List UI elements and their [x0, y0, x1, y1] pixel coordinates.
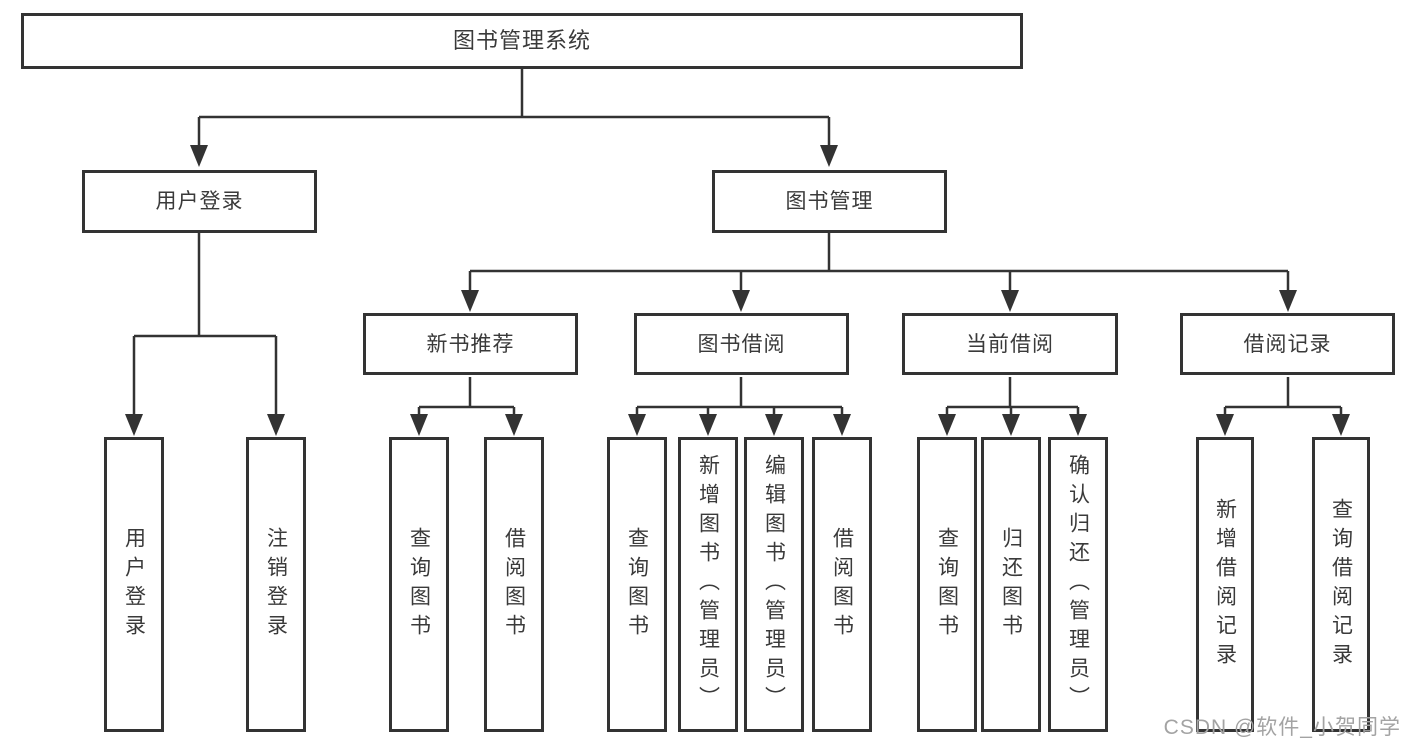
leaf-edit-books-admin-label: 编辑图书（管理员）	[762, 454, 786, 715]
csdn-watermark: CSDN @软件_小贺同学	[1163, 716, 1401, 739]
connector-root-to-level2	[197, 69, 831, 149]
leaf-add-books-admin: 新增图书（管理员）	[678, 437, 738, 732]
leaf-user-login-label: 用户登录	[122, 526, 146, 643]
node-borrowing-records: 借阅记录	[1180, 313, 1395, 375]
leaf-query-books-1-label: 查询图书	[407, 526, 431, 643]
node-book-borrowing: 图书借阅	[634, 313, 849, 375]
leaf-query-books-3-label: 查询图书	[935, 526, 959, 643]
connector-current-leaves	[945, 377, 1080, 418]
leaf-borrow-books-2: 借阅图书	[812, 437, 872, 732]
node-current-borrowing: 当前借阅	[902, 313, 1118, 375]
leaf-borrow-books-1: 借阅图书	[484, 437, 544, 732]
leaf-query-books-2: 查询图书	[607, 437, 667, 732]
node-user-login: 用户登录	[82, 170, 317, 233]
leaf-logout-label: 注销登录	[264, 526, 288, 643]
connector-mgmt-to-level3	[468, 233, 1290, 294]
node-book-management: 图书管理	[712, 170, 947, 233]
leaf-return-books: 归还图书	[981, 437, 1041, 732]
connector-records-leaves	[1223, 377, 1343, 418]
leaf-borrow-books-2-label: 借阅图书	[830, 526, 854, 643]
leaf-query-books-3: 查询图书	[917, 437, 977, 732]
leaf-add-borrow-record-label: 新增借阅记录	[1213, 497, 1237, 672]
connector-login-leaves	[132, 233, 278, 418]
connector-borrow-leaves	[635, 377, 844, 418]
node-new-book-recommendation: 新书推荐	[363, 313, 578, 375]
leaf-query-borrow-record: 查询借阅记录	[1312, 437, 1370, 732]
leaf-query-books-2-label: 查询图书	[625, 526, 649, 643]
leaf-logout: 注销登录	[246, 437, 306, 732]
leaf-borrow-books-1-label: 借阅图书	[502, 526, 526, 643]
leaf-confirm-return-admin-label: 确认归还（管理员）	[1066, 454, 1090, 715]
leaf-return-books-label: 归还图书	[999, 526, 1023, 643]
leaf-user-login: 用户登录	[104, 437, 164, 732]
leaf-add-books-admin-label: 新增图书（管理员）	[696, 454, 720, 715]
leaf-confirm-return-admin: 确认归还（管理员）	[1048, 437, 1108, 732]
leaf-edit-books-admin: 编辑图书（管理员）	[744, 437, 804, 732]
leaf-query-borrow-record-label: 查询借阅记录	[1329, 497, 1353, 672]
node-library-management-system: 图书管理系统	[21, 13, 1023, 69]
leaf-add-borrow-record: 新增借阅记录	[1196, 437, 1254, 732]
leaf-query-books-1: 查询图书	[389, 437, 449, 732]
connector-newbook-leaves	[417, 377, 516, 418]
